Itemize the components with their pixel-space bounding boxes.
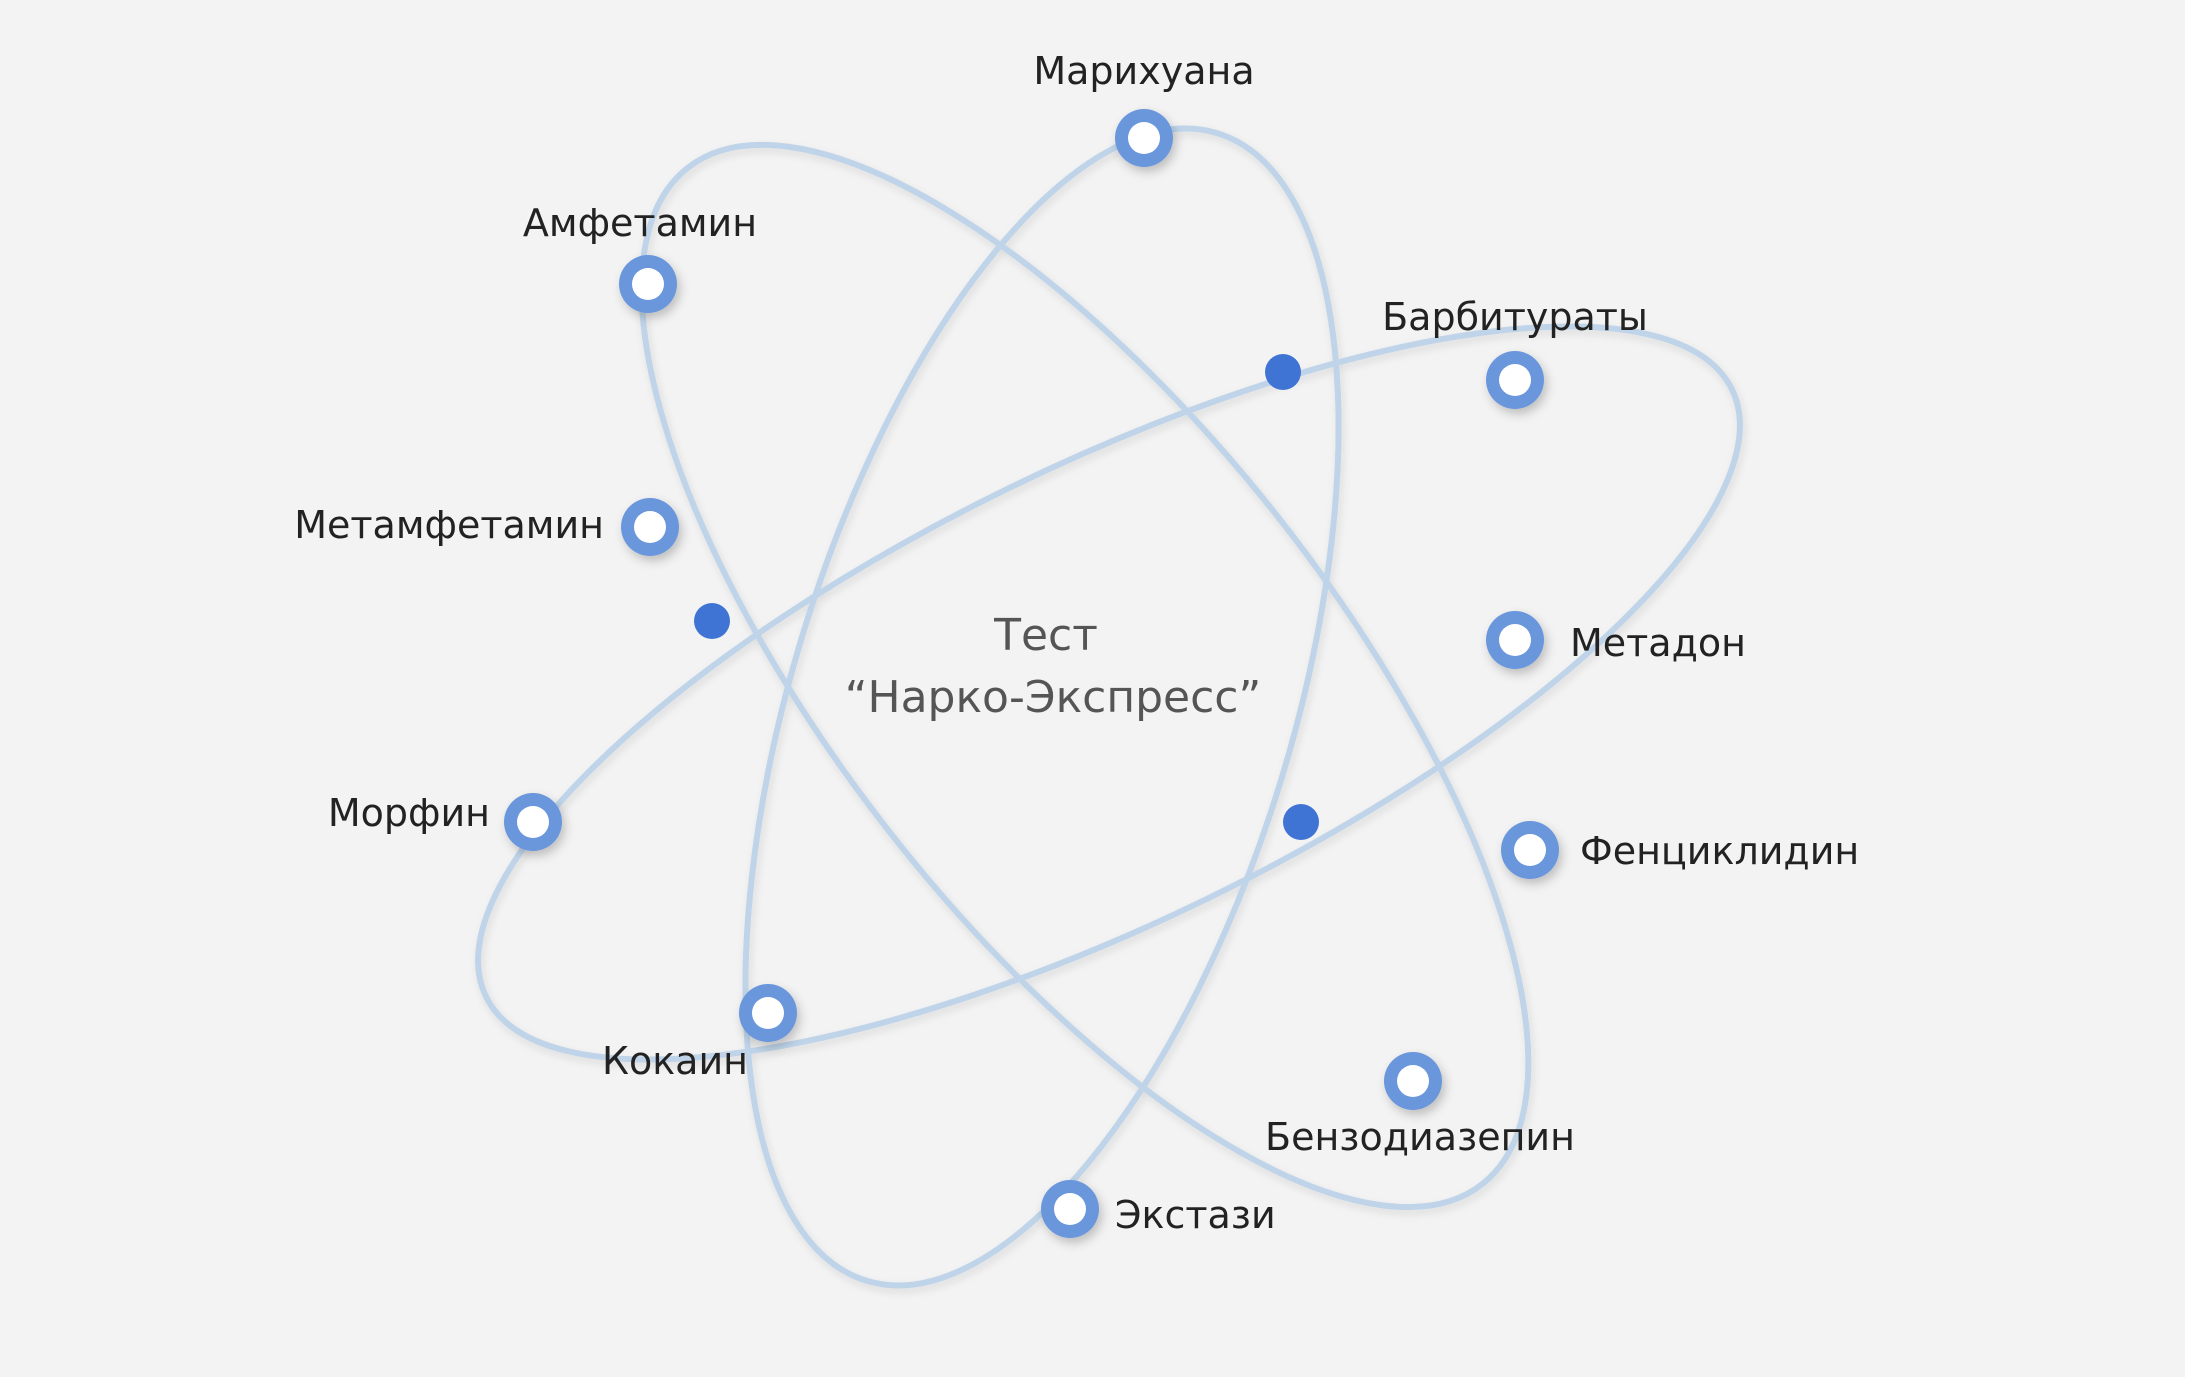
label-ecstasy: Экстази [1115, 1193, 1276, 1237]
node-marijuana[interactable] [1115, 109, 1173, 167]
intersection-dot-left [694, 603, 730, 639]
intersection-dots [694, 354, 1319, 840]
node-methadone[interactable] [1486, 611, 1544, 669]
orbit-right [475, 323, 1743, 1063]
nodes [504, 109, 1559, 1238]
label-amphetamine: Амфетамин [523, 201, 757, 245]
label-phencyclidine: Фенциклидин [1580, 829, 1859, 873]
node-ecstasy[interactable] [1041, 1180, 1099, 1238]
label-methamphetamine: Метамфетамин [294, 503, 604, 547]
orbit-left [638, 141, 1532, 1211]
node-benzodiazepine[interactable] [1384, 1052, 1442, 1110]
center-title-line1: Тест [993, 610, 1098, 661]
label-cocaine: Кокаин [602, 1039, 748, 1083]
node-methamphetamine[interactable] [621, 498, 679, 556]
node-phencyclidine[interactable] [1501, 821, 1559, 879]
node-amphetamine[interactable] [619, 255, 677, 313]
node-cocaine[interactable] [739, 984, 797, 1042]
node-morphine[interactable] [504, 793, 562, 851]
labels: Марихуана Амфетамин Барбитураты Метамфет… [294, 49, 1859, 1237]
orbits [475, 125, 1743, 1289]
center-title: Тест “Нарко-Экспресс” [845, 610, 1262, 723]
node-barbiturates[interactable] [1486, 351, 1544, 409]
label-marijuana: Марихуана [1033, 49, 1254, 93]
label-barbiturates: Барбитураты [1382, 295, 1648, 339]
intersection-dot-top [1265, 354, 1301, 390]
label-benzodiazepine: Бензодиазепин [1265, 1115, 1575, 1159]
orbit-vertical [742, 125, 1342, 1289]
center-title-line2: “Нарко-Экспресс” [845, 672, 1262, 723]
intersection-dot-right [1283, 804, 1319, 840]
label-morphine: Морфин [328, 791, 490, 835]
label-methadone: Метадон [1570, 621, 1746, 665]
